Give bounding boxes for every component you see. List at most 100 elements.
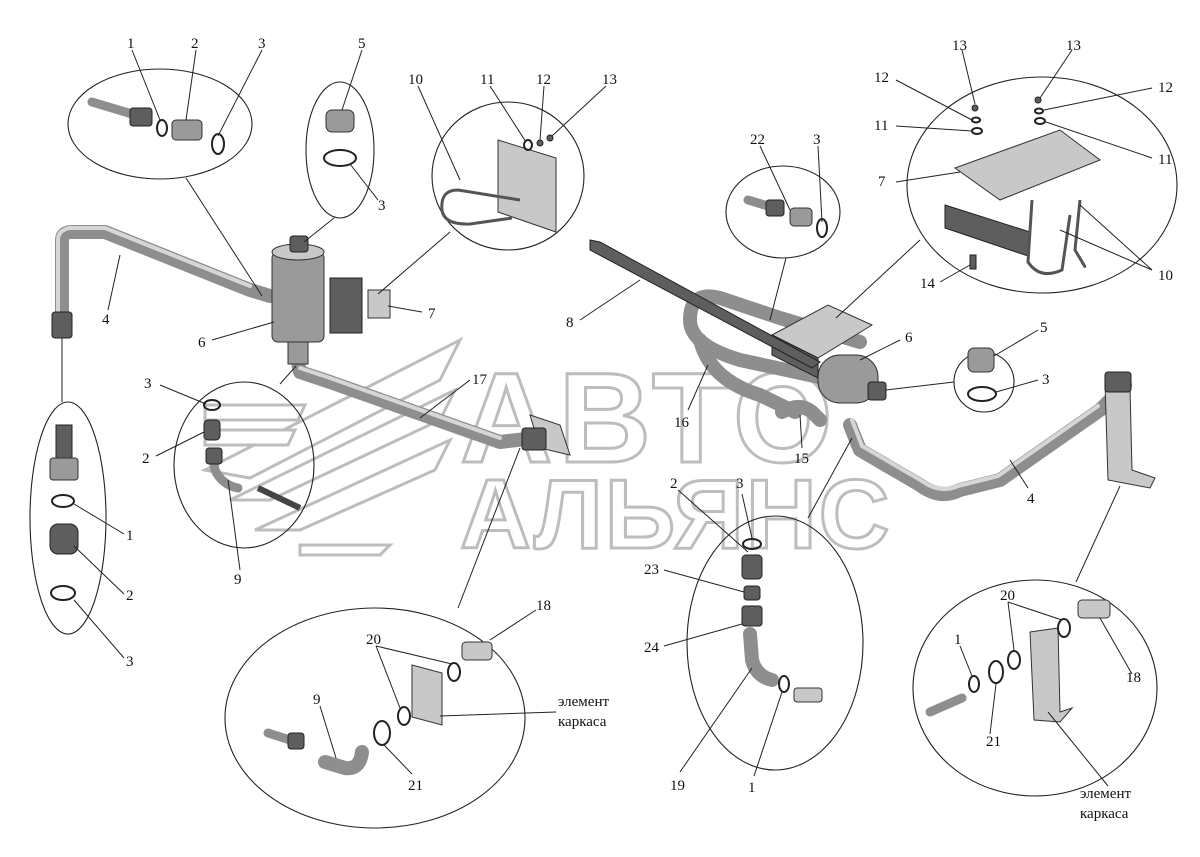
part-label: 24 <box>644 640 660 656</box>
part-label: 6 <box>905 330 913 346</box>
detail-bl-fitting-18 <box>461 641 493 661</box>
part-label: 1 <box>127 36 135 52</box>
part-label: 5 <box>358 36 366 52</box>
leader-7b <box>895 171 961 183</box>
detail-br-ring-20b <box>1057 618 1071 638</box>
detail-br-frame-element <box>1029 627 1074 723</box>
detail-el-ring-3 <box>203 399 221 411</box>
detail-u-bolt-10 <box>440 188 521 226</box>
part-label: 2 <box>126 588 134 604</box>
watermark-line2: АЛЬЯНС <box>460 459 891 569</box>
part-label: 3 <box>813 132 821 148</box>
part-label: 1 <box>954 632 962 648</box>
fitting-pipe-17 <box>521 427 547 451</box>
detail-22-pipe <box>743 195 773 211</box>
part-label: 2 <box>191 36 199 52</box>
detail-el-elbow <box>207 447 243 493</box>
leader-lines <box>61 49 1153 787</box>
part-label: 3 <box>1042 372 1050 388</box>
leader-frame-1 <box>439 711 557 717</box>
part-label: 14 <box>920 276 936 292</box>
part-label: 3 <box>378 198 386 214</box>
part-label: 2 <box>670 476 678 492</box>
leader-3c <box>817 145 823 223</box>
leader-10a <box>417 85 461 181</box>
part-label: 20 <box>366 632 381 648</box>
leader-21a <box>383 744 413 775</box>
detail-ellipse-cap <box>305 81 375 219</box>
leader-12b <box>895 79 973 121</box>
leader-1d <box>959 645 973 677</box>
part-label: 2 <box>142 451 150 467</box>
leader-3f <box>73 599 125 659</box>
leader-18a <box>489 609 537 641</box>
detail-br-pipe <box>925 693 967 717</box>
detail-plate-nut-13b <box>1034 96 1042 104</box>
part-label: 9 <box>313 692 321 708</box>
detail-cap-ring-3 <box>323 149 357 167</box>
part-label: 12 <box>874 70 889 86</box>
pipe-4-left-nut <box>51 311 73 339</box>
frame-element-caption-2-line2: каркаса <box>1080 806 1129 822</box>
detail-plate-ring-11a <box>971 127 983 135</box>
leader-9b <box>319 705 337 759</box>
detail-br-ring-20a <box>1007 650 1021 670</box>
leader-ellipse-elbow <box>279 365 297 385</box>
part-label: 21 <box>408 778 423 794</box>
leader-8 <box>579 279 641 321</box>
leader-3a <box>217 49 263 137</box>
pipe-17-highlight <box>298 366 502 440</box>
detail-bl-nut <box>287 732 305 750</box>
detail-bracket-plate <box>497 139 557 233</box>
filter-6-right-body <box>817 354 879 404</box>
leader-3d <box>995 379 1039 393</box>
detail-bc-ring-3 <box>742 538 762 550</box>
detail-plate-ring-12a <box>971 116 981 124</box>
part-label: 16 <box>674 415 690 431</box>
leader-3g <box>741 493 753 539</box>
part-label: 13 <box>602 72 617 88</box>
part-label: 4 <box>102 312 110 328</box>
part-label: 9 <box>234 572 242 588</box>
leader-20a2 <box>375 645 453 665</box>
leader-7a <box>387 305 423 313</box>
leader-21b <box>989 683 997 735</box>
part-label: 13 <box>952 38 967 54</box>
leader-18b <box>1099 617 1133 675</box>
part-label: 1 <box>126 528 134 544</box>
leader-ellipse-22 <box>769 257 787 321</box>
leader-4a <box>107 254 121 311</box>
detail-plate-nut-13a <box>971 104 979 112</box>
leader-10b1 <box>1059 229 1153 271</box>
part-label: 7 <box>428 306 436 322</box>
detail-22-nut <box>765 199 785 217</box>
filter-6-left-cap <box>289 235 309 253</box>
fitting-right <box>1104 371 1132 393</box>
pipe-4-left <box>55 225 277 322</box>
frame-element-8 <box>589 239 821 369</box>
detail-bracket-nut-12 <box>536 139 544 147</box>
leader-ellipse-bc <box>807 437 853 519</box>
detail-bl-ring-20a <box>397 706 411 726</box>
part-label: 18 <box>536 598 551 614</box>
leader-1c <box>753 691 783 777</box>
detail-bl-elbow-9 <box>318 745 369 776</box>
leader-ellipse-cr <box>885 381 955 391</box>
detail-br-nut-21 <box>988 660 1004 684</box>
leader-2a <box>185 49 197 121</box>
detail-plate-7 <box>953 129 1102 201</box>
detail-bc-elbow-19 <box>743 627 779 687</box>
detail-ellipse-bottom-left <box>224 607 526 829</box>
detail-bracket-nut-13 <box>546 134 554 142</box>
detail-lc-pipe <box>55 424 73 460</box>
part-label: 20 <box>1000 588 1015 604</box>
detail-plate-ring-11b <box>1034 117 1046 125</box>
detail-bracket-ring-11 <box>523 139 533 151</box>
detail-bc-nut-23 <box>743 585 761 601</box>
leader-9a <box>227 479 241 571</box>
detail-ellipse-fitting-22 <box>725 165 841 259</box>
part-label: 6 <box>198 335 206 351</box>
leader-11a <box>489 85 527 143</box>
